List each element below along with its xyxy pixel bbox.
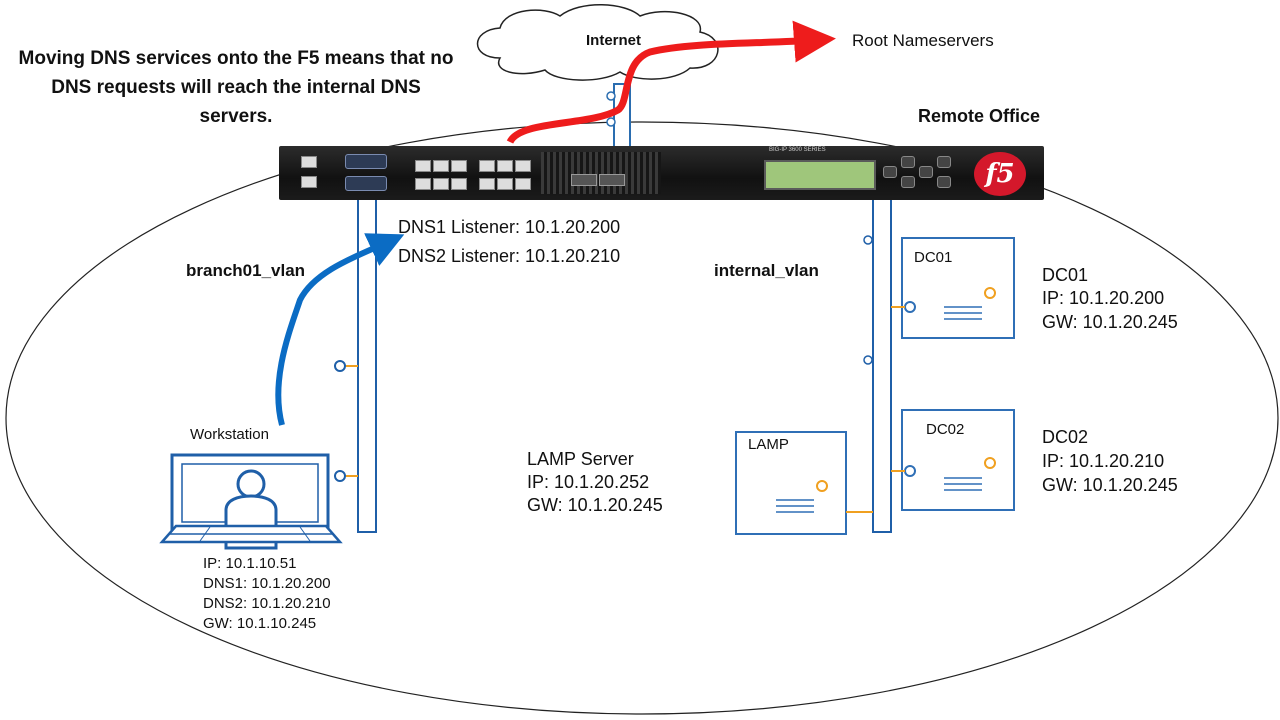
- root-query-arrow: [506, 20, 836, 145]
- internal-vlan-label: internal_vlan: [714, 261, 819, 280]
- ethernet-port-icon: [479, 160, 495, 172]
- nav-button-icon: [937, 176, 951, 188]
- lamp-name: LAMP Server: [527, 449, 634, 469]
- ethernet-port-icon: [415, 178, 431, 190]
- nav-button-icon: [937, 156, 951, 168]
- workstation-label: Workstation: [190, 426, 269, 443]
- dc02-box-label: DC02: [926, 421, 965, 438]
- workstation-dns1: DNS1: 10.1.20.200: [203, 575, 331, 592]
- workstation-ip: IP: 10.1.10.51: [203, 555, 297, 572]
- dc01-name: DC01: [1042, 265, 1089, 285]
- dc02-name: DC02: [1042, 427, 1089, 447]
- sfp-port-icon: [571, 174, 597, 186]
- dc02-ip: IP: 10.1.20.210: [1042, 451, 1165, 471]
- root-nameservers-label: Root Nameservers: [852, 31, 994, 50]
- nav-button-icon: [919, 166, 933, 178]
- lcd-display: [764, 160, 876, 190]
- dns-request-arrow: [275, 233, 405, 426]
- dns2-listener-label: DNS2 Listener: 10.1.20.210: [398, 246, 621, 266]
- serial-port-icon: [345, 176, 387, 191]
- workstation-icon: [159, 453, 343, 550]
- vent-grille: [541, 152, 661, 194]
- dc02-gw: GW: 10.1.20.245: [1042, 475, 1178, 495]
- console-port-icon: [345, 154, 387, 169]
- internet-label: Internet: [586, 32, 642, 49]
- dc01-gw: GW: 10.1.20.245: [1042, 312, 1178, 332]
- ethernet-port-icon: [515, 178, 531, 190]
- usb-port-icon: [301, 176, 317, 188]
- dc01-ip: IP: 10.1.20.200: [1042, 288, 1165, 308]
- dc01-server-icon: [891, 237, 1015, 339]
- ethernet-port-icon: [497, 160, 513, 172]
- branch-vlan-label: branch01_vlan: [186, 261, 306, 280]
- ethernet-port-icon: [451, 160, 467, 172]
- nav-button-icon: [901, 156, 915, 168]
- remote-office-boundary: [5, 121, 1279, 715]
- ethernet-port-icon: [515, 160, 531, 172]
- nav-button-icon: [901, 176, 915, 188]
- dc02-server-icon: [891, 409, 1015, 511]
- lamp-ip: IP: 10.1.20.252: [527, 472, 650, 492]
- workstation-dns2: DNS2: 10.1.20.210: [203, 595, 331, 612]
- f5-logo: f5: [974, 152, 1026, 196]
- workstation-gw: GW: 10.1.10.245: [203, 615, 317, 632]
- dc01-box-label: DC01: [914, 249, 953, 266]
- nav-button-icon: [883, 166, 897, 178]
- ethernet-port-icon: [433, 178, 449, 190]
- ethernet-port-icon: [451, 178, 467, 190]
- remote-office-label: Remote Office: [918, 106, 1041, 126]
- sfp-port-icon: [599, 174, 625, 186]
- lamp-gw: GW: 10.1.20.245: [527, 495, 663, 515]
- internet-cloud: [476, 4, 719, 81]
- ethernet-port-icon: [479, 178, 495, 190]
- f5-bigip-device: BIG-IP 3600 SERIES f5: [279, 146, 1044, 200]
- ethernet-port-icon: [433, 160, 449, 172]
- ethernet-port-icon: [497, 178, 513, 190]
- mgmt-port-icon: [301, 156, 317, 168]
- device-model-text: BIG-IP 3600 SERIES: [769, 147, 826, 153]
- internal-vlan-bar: [872, 197, 892, 533]
- caption-text: Moving DNS services onto the F5 means th…: [18, 48, 454, 127]
- lamp-server-icon: [735, 431, 873, 535]
- ethernet-port-icon: [415, 160, 431, 172]
- dns1-listener-label: DNS1 Listener: 10.1.20.200: [398, 217, 621, 237]
- lamp-box-label: LAMP: [748, 436, 789, 453]
